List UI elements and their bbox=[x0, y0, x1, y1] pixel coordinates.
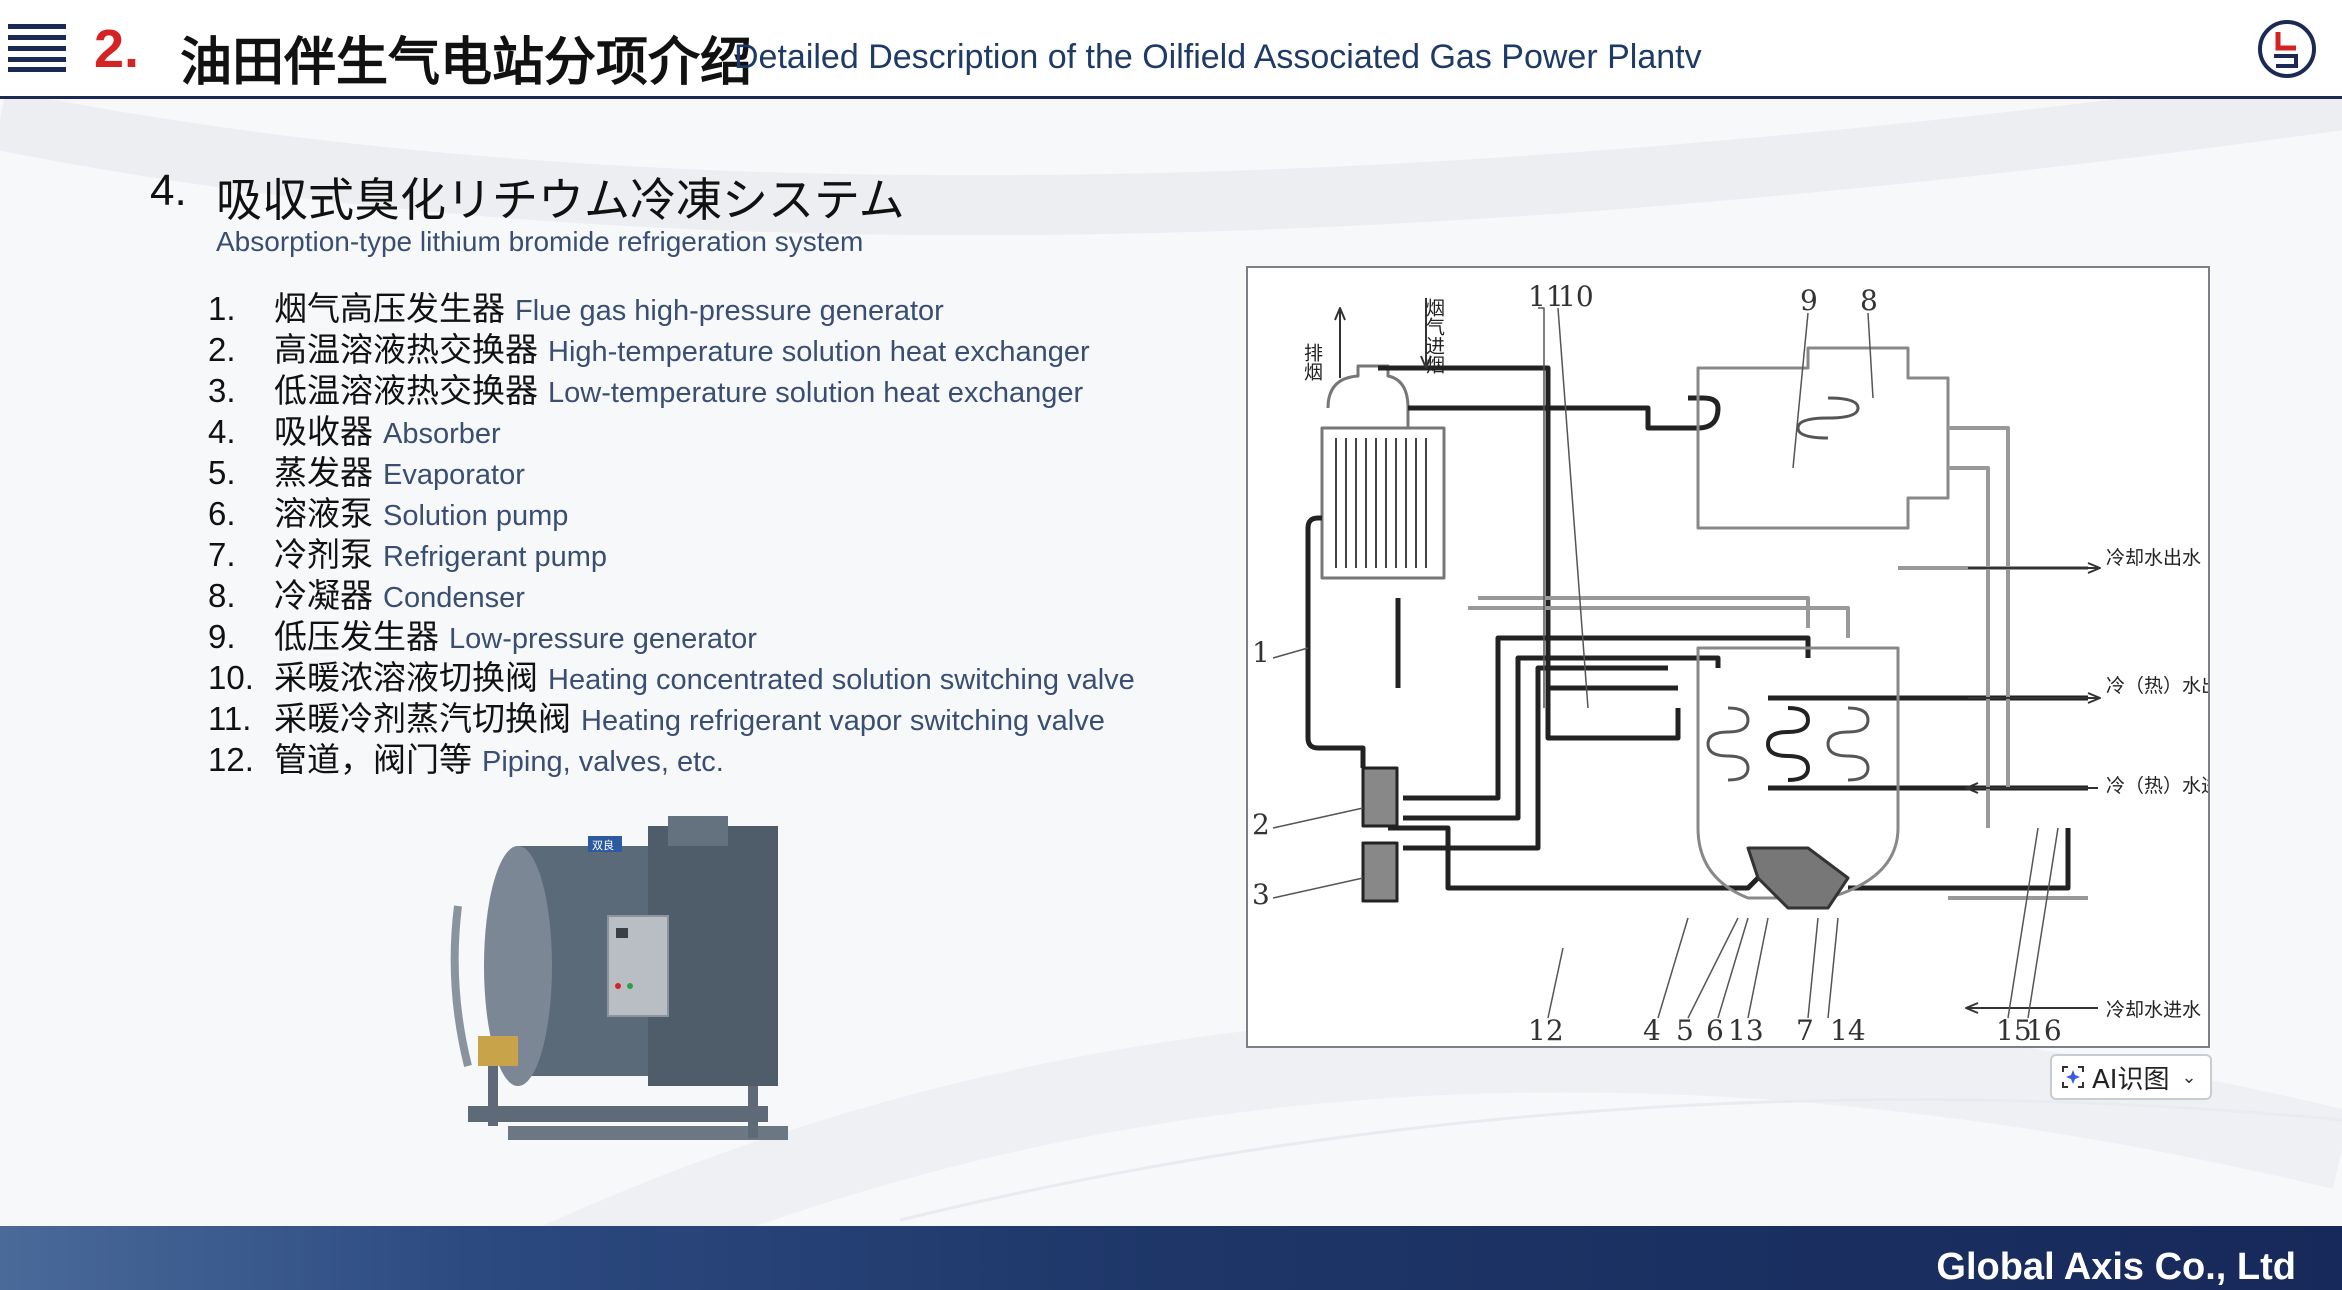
item-name-en: Refrigerant pump bbox=[383, 541, 608, 573]
item-name-en: Absorber bbox=[383, 418, 501, 450]
list-item: 9. 低压发生器 Low-pressure generator bbox=[208, 610, 1135, 656]
item-name-cn: 高温溶液热交换器 bbox=[274, 330, 538, 369]
item-name-cn: 溶液泵 bbox=[274, 494, 373, 533]
schematic-drawing: 11 10 9 8 1 2 3 12 4 5 6 13 7 14 15 16 排… bbox=[1252, 280, 2208, 1046]
list-item: 2. 高温溶液热交换器 High-temperature solution heat… bbox=[208, 323, 1135, 369]
diagram-label-6: 6 bbox=[1706, 1014, 1724, 1046]
list-item: 7. 冷剂泵 Refrigerant pump bbox=[208, 528, 1135, 574]
item-name-en: Low-pressure generator bbox=[449, 623, 757, 655]
list-item: 12. 管道，阀门等 Piping, valves, etc. bbox=[208, 733, 1135, 779]
item-name-en: Flue gas high-pressure generator bbox=[515, 295, 944, 327]
brand-badge bbox=[588, 836, 622, 852]
diagram-label-10: 10 bbox=[1558, 280, 1594, 313]
diagram-label-13: 13 bbox=[1728, 1014, 1764, 1046]
item-number: 12. bbox=[208, 741, 254, 778]
item-name-cn: 低温溶液热交换器 bbox=[274, 371, 538, 410]
header-divider bbox=[0, 96, 2342, 99]
refrigeration-schematic-diagram: 11 10 9 8 1 2 3 12 4 5 6 13 7 14 15 16 排… bbox=[1246, 266, 2210, 1048]
list-item: 10. 采暖浓溶液切换阀 Heating concentrated solution… bbox=[208, 651, 1135, 697]
diagram-label-2: 2 bbox=[1252, 808, 1270, 841]
diagram-label-12: 12 bbox=[1528, 1014, 1564, 1046]
diagram-label-3: 3 bbox=[1252, 878, 1270, 911]
diagram-label-11: 11 bbox=[1528, 280, 1564, 313]
lithium-bromide-chiller-image: 双良 bbox=[450, 816, 788, 1140]
item-number: 1. bbox=[208, 290, 236, 327]
item-name-en: Condenser bbox=[383, 582, 525, 614]
diagram-label-15: 15 bbox=[1996, 1014, 2032, 1046]
ai-recognize-button[interactable]: AI识图 ⌄ bbox=[2050, 1054, 2212, 1100]
cooling-water-out-label: 冷却水出水 bbox=[2106, 547, 2201, 569]
item-name-en: Low-temperature solution heat exchanger bbox=[548, 377, 1084, 409]
diagram-label-7: 7 bbox=[1796, 1014, 1814, 1046]
item-name-en: High-temperature solution heat exchanger bbox=[548, 336, 1090, 368]
list-item: 8. 冷凝器 Condenser bbox=[208, 569, 1135, 615]
brand-badge-text: 双良 bbox=[592, 838, 614, 852]
item-name-cn: 吸收器 bbox=[274, 412, 373, 451]
components-list: 1. 烟气高压发生器 Flue gas high-pressure generato… bbox=[208, 282, 1135, 779]
footer-company-name: Global Axis Co., Ltd bbox=[1936, 1246, 2296, 1288]
list-item: 5. 蒸发器 Evaporator bbox=[208, 446, 1135, 492]
ai-recognize-label: AI识图 bbox=[2092, 1064, 2170, 1095]
list-item: 6. 溶液泵 Solution pump bbox=[208, 487, 1135, 533]
subsection-title-en: Absorption-type lithium bromide refriger… bbox=[216, 226, 864, 257]
list-item: 4. 吸收器 Absorber bbox=[208, 405, 1135, 451]
item-name-en: Piping, valves, etc. bbox=[482, 746, 724, 778]
company-logo-icon bbox=[2258, 20, 2316, 78]
item-name-cn: 低压发生器 bbox=[274, 617, 439, 656]
item-name-cn: 冷凝器 bbox=[274, 576, 373, 615]
diagram-label-16: 16 bbox=[2026, 1014, 2062, 1046]
item-name-cn: 烟气高压发生器 bbox=[274, 289, 505, 328]
subsection-title-cn: 吸収式臭化リチウム冷凍システム bbox=[216, 173, 905, 227]
header-bar bbox=[0, 0, 2342, 96]
section-number: 2. bbox=[94, 19, 140, 79]
item-name-en: Evaporator bbox=[383, 459, 525, 491]
list-item: 1. 烟气高压发生器 Flue gas high-pressure generato… bbox=[208, 282, 1135, 328]
chilled-water-out-label: 冷（热）水出水 bbox=[2106, 675, 2208, 697]
item-name-en: Heating concentrated solution switching … bbox=[548, 664, 1135, 696]
list-item: 3. 低温溶液热交换器 Low-temperature solution heat … bbox=[208, 364, 1135, 410]
item-number: 9. bbox=[208, 618, 236, 655]
section-title-en: Detailed Description of the Oilfield Ass… bbox=[734, 38, 1702, 76]
section-title-cn: 油田伴生气电站分项介绍 bbox=[180, 33, 753, 93]
diagram-label-1: 1 bbox=[1252, 636, 1270, 669]
exhaust-label: 排烟 bbox=[1301, 343, 1323, 381]
item-number: 2. bbox=[208, 331, 236, 368]
item-name-cn: 采暖冷剂蒸汽切换阀 bbox=[274, 699, 571, 738]
chevron-down-icon[interactable]: ⌄ bbox=[2181, 1066, 2197, 1087]
hamburger-menu-icon[interactable] bbox=[8, 24, 66, 72]
diagram-label-4: 4 bbox=[1643, 1014, 1661, 1046]
diagram-label-5: 5 bbox=[1676, 1014, 1694, 1046]
chilled-water-in-label: 冷（热）水进水 bbox=[2106, 775, 2208, 797]
item-number: 5. bbox=[208, 454, 236, 491]
item-name-cn: 冷剂泵 bbox=[274, 535, 373, 574]
item-number: 4. bbox=[208, 413, 236, 450]
item-number: 6. bbox=[208, 495, 236, 532]
list-item: 11. 采暖冷剂蒸汽切换阀 Heating refrigerant vapor sw… bbox=[208, 692, 1135, 738]
diagram-label-9: 9 bbox=[1800, 284, 1818, 317]
flue-gas-in-label: 烟气进烟 bbox=[1423, 298, 1445, 374]
item-name-cn: 蒸发器 bbox=[274, 453, 373, 492]
subsection-number: 4. bbox=[150, 166, 187, 215]
diagram-label-14: 14 bbox=[1830, 1014, 1866, 1046]
item-name-en: Heating refrigerant vapor switching valv… bbox=[581, 705, 1105, 737]
item-name-cn: 管道，阀门等 bbox=[274, 740, 472, 779]
item-number: 7. bbox=[208, 536, 236, 573]
ai-sparkle-icon bbox=[2062, 1066, 2084, 1088]
item-number: 11. bbox=[208, 700, 252, 737]
item-number: 10. bbox=[208, 659, 254, 696]
item-number: 3. bbox=[208, 372, 236, 409]
diagram-label-8: 8 bbox=[1860, 284, 1878, 317]
cooling-water-in-label: 冷却水进水 bbox=[2106, 999, 2201, 1021]
item-name-en: Solution pump bbox=[383, 500, 569, 532]
item-name-cn: 采暖浓溶液切换阀 bbox=[274, 658, 538, 697]
footer-bar bbox=[0, 1226, 2342, 1290]
item-number: 8. bbox=[208, 577, 236, 614]
